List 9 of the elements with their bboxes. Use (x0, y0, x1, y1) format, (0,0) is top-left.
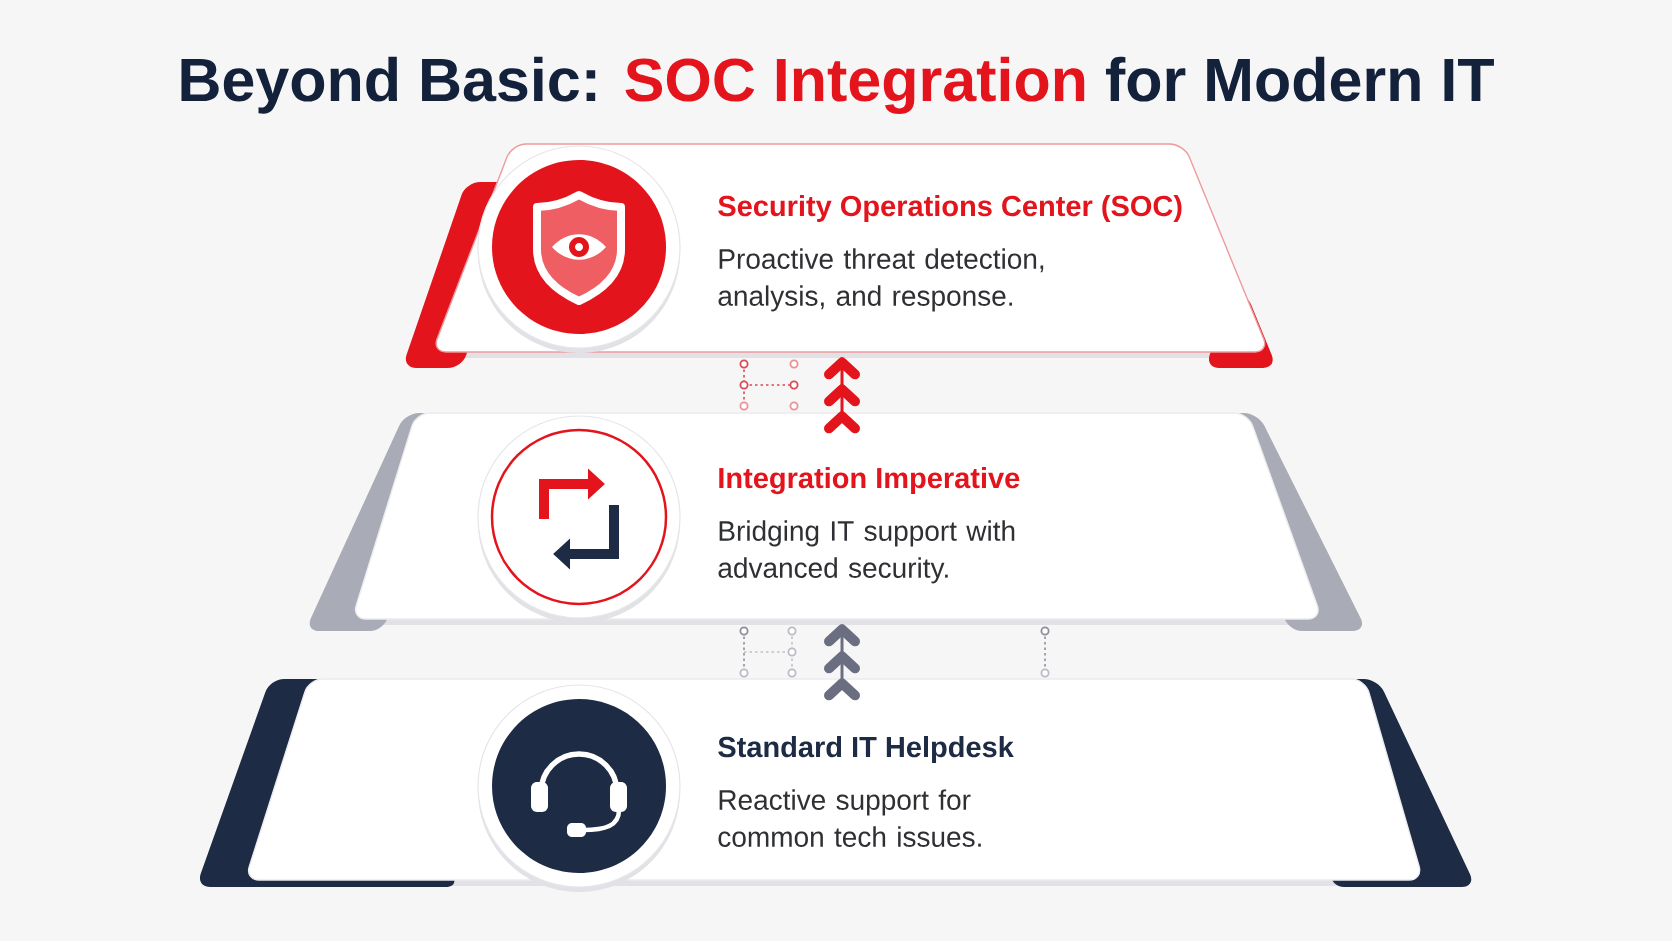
title: Beyond Basic: SOC Integration for Modern IT (181, 56, 1494, 114)
tier-description: Reactive support for common tech issues. (718, 789, 981, 847)
tier-heading: Integration Imperative (719, 467, 1020, 495)
tier-description: Proactive threat detection, analysis, and response. (718, 248, 1044, 312)
tier-description: Bridging IT support with advanced security. (718, 520, 1015, 584)
tier-card (199, 678, 1472, 892)
tier-heading: Security Operations Center (SOC) (718, 195, 1182, 222)
tier-card (309, 412, 1363, 631)
tier-heading: Standard IT Helpdesk (718, 736, 1014, 763)
